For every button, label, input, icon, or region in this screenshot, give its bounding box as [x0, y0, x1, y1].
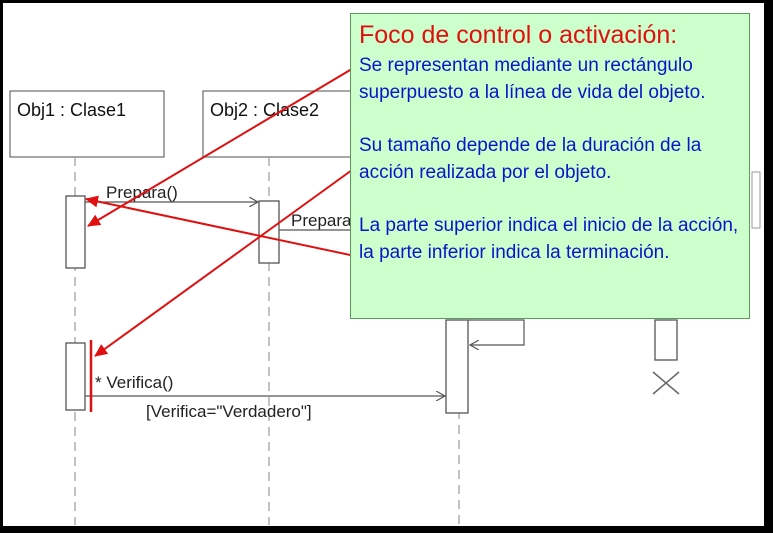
note-paragraph-3: La parte superior indica el inicio de la…	[359, 215, 739, 263]
message-label-prepara-1: Prepara()	[106, 183, 178, 202]
activation-obj2	[258, 200, 280, 264]
note-paragraph-1: Se representan mediante un rectángulo su…	[359, 55, 706, 103]
message-label-prepara-2: Prepara	[291, 211, 352, 230]
activation-obj1-a	[65, 195, 86, 269]
message-label-verifica: * Verifica()	[95, 373, 173, 392]
diagram-panel: Obj1 : Clase1 Obj2 : Clase2	[3, 3, 764, 526]
partial-object-box	[751, 171, 761, 229]
note-paragraph-2: Su tamaño depende de la duración de la a…	[359, 135, 702, 183]
pointer-arrow-1	[87, 56, 373, 227]
sequence-diagram: Obj1 : Clase1 Obj2 : Clase2	[9, 56, 761, 525]
object-label-obj1: Obj1 : Clase1	[17, 100, 126, 120]
callout-note: Foco de control o activación: Se represe…	[350, 13, 750, 319]
object-box-obj1: Obj1 : Clase1	[9, 90, 165, 158]
pointer-arrow-3	[94, 169, 353, 357]
activation-obj1-b	[65, 342, 86, 411]
destruction-x-icon	[652, 371, 680, 395]
activation-obj4	[654, 319, 678, 361]
activation-obj3	[445, 319, 469, 414]
object-label-obj2: Obj2 : Clase2	[210, 100, 319, 120]
self-message-obj3	[468, 319, 525, 345]
object-box-obj2: Obj2 : Clase2	[202, 90, 354, 158]
pointer-arrow-2	[85, 195, 356, 257]
note-title: Foco de control o activación:	[359, 21, 678, 49]
message-guard-verifica: [Verifica="Verdadero"]	[146, 402, 312, 421]
